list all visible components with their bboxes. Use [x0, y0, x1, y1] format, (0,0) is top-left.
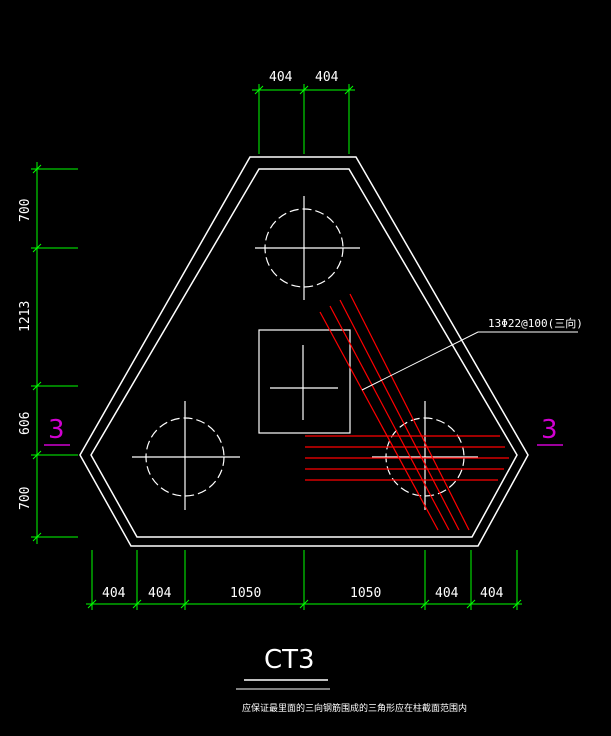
pile-cap-outline [79, 156, 529, 547]
dim-top-2: 404 [315, 70, 339, 85]
dim-left-4: 700 [18, 487, 33, 510]
dim-left-2: 1213 [18, 301, 33, 332]
drawing-title: CT3 [264, 645, 315, 675]
cap-outer-edge [79, 156, 529, 547]
column [258, 329, 351, 434]
drawing-note: 应保证最里面的三向钢筋围成的三角形应在柱截面范围内 [242, 702, 467, 714]
rebar-diagonal [319, 293, 470, 531]
dimension-left [31, 162, 78, 544]
dim-left-3: 606 [18, 412, 33, 435]
rebar-leader-line [361, 331, 578, 391]
dim-bottom-1: 404 [102, 586, 126, 601]
section-mark-left-label: 3 [48, 415, 65, 445]
dim-left-1: 700 [18, 199, 33, 222]
dimension-bottom [86, 550, 522, 610]
dimension-top [252, 84, 355, 154]
section-mark-left: 3 [44, 415, 70, 446]
dim-bottom-4: 1050 [350, 586, 381, 601]
pile-left [132, 401, 240, 510]
dim-bottom-3: 1050 [230, 586, 261, 601]
dim-top-1: 404 [269, 70, 293, 85]
rebar-callout: 13Φ22@100(三向) [361, 316, 583, 391]
pile-right [372, 401, 478, 510]
column-outline [258, 329, 351, 434]
pile-top [255, 196, 360, 300]
dim-bottom-2: 404 [148, 586, 172, 601]
cap-inner-edge [90, 168, 518, 538]
rebar-horizontal [305, 435, 509, 481]
dim-bottom-5: 404 [435, 586, 459, 601]
section-mark-right: 3 [537, 415, 563, 446]
section-mark-right-label: 3 [541, 415, 558, 445]
rebar-label: 13Φ22@100(三向) [488, 316, 583, 330]
dim-bottom-6: 404 [480, 586, 504, 601]
